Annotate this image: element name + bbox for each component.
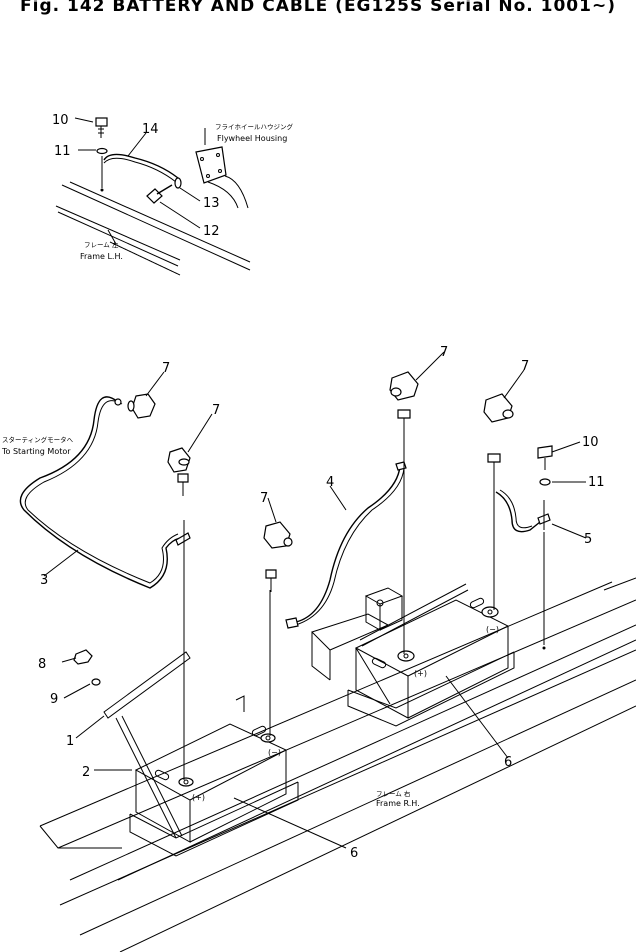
terminal-cap-7c: [263, 521, 293, 592]
terminal-cap-7b: [167, 447, 191, 496]
figure-title: Fig. 142 BATTERY AND CABLE (EG125S Seria…: [20, 0, 616, 16]
washer-11-inset: [96, 147, 108, 155]
callout-leaders: [43, 351, 587, 849]
bolt-10-main: [537, 445, 553, 486]
assembly-lines: [183, 432, 545, 780]
callout-10-inset: 10: [52, 113, 69, 128]
bolt-10-inset: [95, 117, 108, 138]
left-positive-label: (+): [192, 793, 205, 802]
washer-13-inset: [174, 177, 182, 189]
callout-11-main: 11: [588, 475, 605, 490]
callout-8: 8: [38, 657, 46, 672]
callout-7-right-negative: 7: [521, 359, 529, 374]
washer-11-main: [539, 478, 551, 486]
callout-11-inset: 11: [54, 144, 71, 159]
callout-6-right: 6: [504, 755, 512, 770]
cable-4-link: [285, 461, 407, 629]
right-positive-label: (+): [414, 669, 427, 678]
frame-rh: [39, 532, 636, 952]
frame-rh-jp-label: フレーム 右: [376, 789, 411, 798]
callout-4: 4: [326, 475, 334, 490]
callout-7-left-negative: 7: [260, 491, 268, 506]
terminal-cap-7a: [127, 393, 156, 419]
ground-cable-14: [103, 153, 179, 179]
starting-motor-jp-label: スターティングモータへ: [2, 435, 74, 444]
flywheel-housing-jp-label: フライホイールハウジング: [215, 122, 294, 131]
right-battery-negative-terminal: [481, 606, 499, 618]
flywheel-housing-label: Flywheel Housing: [217, 134, 287, 143]
callout-3: 3: [40, 573, 48, 588]
battery-right: [347, 583, 515, 727]
terminal-cap-7d: [389, 371, 419, 432]
right-battery-positive-terminal: [397, 650, 415, 662]
hold-down-bar-1: [103, 651, 191, 719]
washer-9: [91, 678, 101, 686]
callout-14: 14: [142, 122, 159, 137]
callout-7-left-positive: 7: [212, 403, 220, 418]
callout-9: 9: [50, 692, 58, 707]
ground-cable-inset: [55, 117, 251, 276]
callout-7-right-positive: 7: [440, 345, 448, 360]
callout-6-left: 6: [350, 846, 358, 861]
nut-8: [73, 649, 93, 665]
left-negative-label: (−): [268, 748, 281, 757]
right-negative-label: (−): [486, 625, 499, 634]
starting-motor-label: To Starting Motor: [1, 447, 71, 456]
flywheel-housing-plate: [195, 146, 227, 184]
callout-13: 13: [203, 196, 220, 211]
cable-3-starter: [19, 396, 191, 589]
callout-1: 1: [66, 734, 74, 749]
cable-5-ground: [495, 489, 551, 533]
callout-2: 2: [82, 765, 90, 780]
frame-lh-jp-label: フレーム 左: [84, 240, 119, 249]
battery-left: [115, 695, 299, 857]
callout-7-starter: 7: [162, 361, 170, 376]
callout-12: 12: [203, 224, 220, 239]
bolt-12-inset: [146, 184, 173, 204]
frame-rh-label: Frame R.H.: [376, 799, 420, 808]
left-battery-positive-terminal: [178, 777, 194, 787]
frame-lh-label: Frame L.H.: [80, 252, 123, 261]
callout-5: 5: [584, 532, 592, 547]
callout-10-main: 10: [582, 435, 599, 450]
left-battery-negative-terminal: [260, 733, 276, 743]
terminal-cap-7e: [483, 393, 514, 476]
